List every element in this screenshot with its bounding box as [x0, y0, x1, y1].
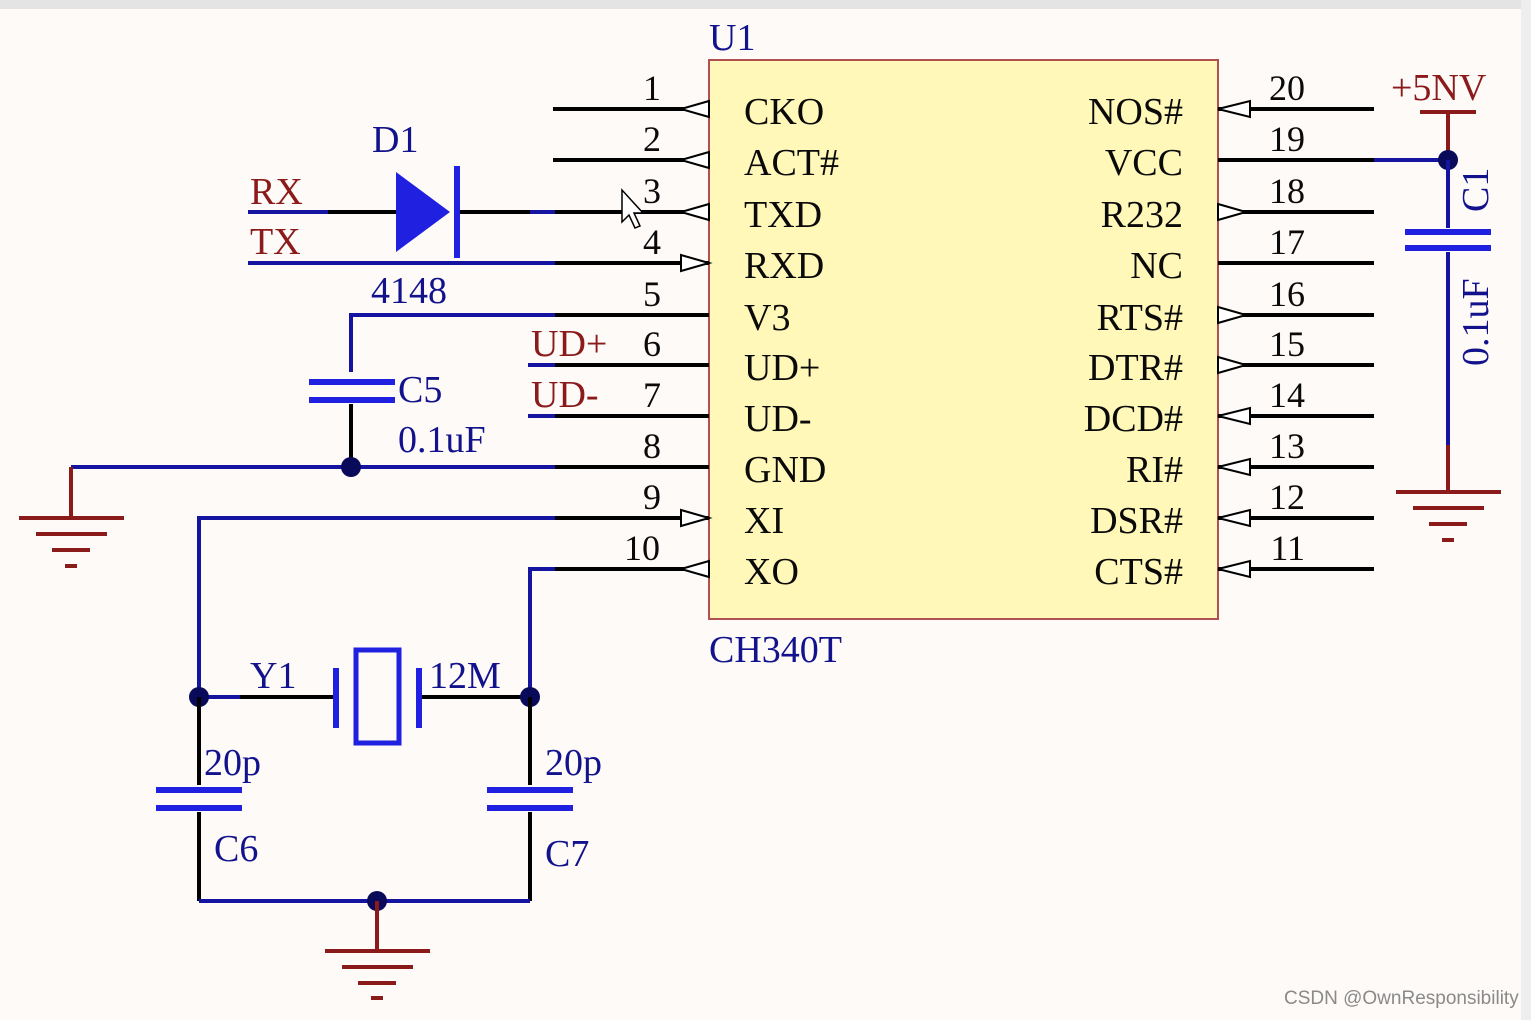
- pin-16-number: 16: [1269, 274, 1305, 314]
- pin-11-name: CTS#: [1094, 551, 1183, 593]
- net-label-rx: RX: [250, 171, 303, 213]
- c7-ref: C7: [545, 833, 589, 875]
- pin-4-name: RXD: [744, 245, 824, 287]
- pin-4-arrow: [680, 253, 713, 273]
- pin-7-number: 7: [643, 375, 661, 415]
- pin-11-arrow: [1217, 559, 1251, 579]
- pin-8-number: 8: [643, 426, 661, 466]
- pin-19-number: 19: [1269, 119, 1305, 159]
- c6-value: 20p: [204, 742, 261, 784]
- pin-9-arrow: [680, 508, 713, 528]
- c5-ref: C5: [398, 369, 442, 411]
- pin-12-number: 12: [1269, 477, 1305, 517]
- diode-d1-value: 4148: [371, 270, 447, 312]
- pin-13-number: 13: [1269, 426, 1305, 466]
- pin-1-arrow: [677, 99, 710, 119]
- c1-ref: C1: [1455, 168, 1497, 212]
- pin-6-name: UD+: [744, 347, 820, 389]
- net-label-tx: TX: [250, 221, 301, 263]
- pin-2-name: ACT#: [744, 142, 839, 184]
- pin-2-arrow: [677, 150, 710, 170]
- pin-8-name: GND: [744, 449, 826, 491]
- pin-10-arrow: [677, 559, 710, 579]
- watermark-text: CSDN @OwnResponsibility: [1284, 988, 1519, 1009]
- pin-1-name: CKO: [744, 91, 824, 133]
- crystal-y1-symbol: [333, 647, 422, 746]
- pin-15-arrow: [1217, 355, 1250, 375]
- chip-designator: U1: [709, 17, 755, 59]
- c7-value: 20p: [545, 742, 602, 784]
- c1-value: 0.1uF: [1455, 278, 1497, 366]
- pin-19-name: VCC: [1105, 142, 1183, 184]
- crystal-y1-ref: Y1: [250, 655, 296, 697]
- pin-12-name: DSR#: [1090, 500, 1183, 542]
- pin-1-number: 1: [643, 68, 661, 108]
- net-label-ud-plus: UD+: [531, 323, 607, 365]
- pin-6-number: 6: [643, 324, 661, 364]
- diode-d1-symbol: [396, 172, 450, 252]
- net-label-ud-minus: UD-: [531, 374, 599, 416]
- pin-15-number: 15: [1269, 324, 1305, 364]
- window-top-edge: [0, 0, 1531, 9]
- pin-13-arrow: [1217, 457, 1251, 477]
- pin-5-name: V3: [744, 297, 790, 339]
- pin-10-number: 10: [624, 528, 660, 568]
- pin-9-number: 9: [643, 477, 661, 517]
- ground-symbol-bottom: [325, 901, 430, 1000]
- ground-symbol-right: [1396, 490, 1501, 542]
- diode-d1-ref: D1: [372, 119, 418, 161]
- v3-net-wire: [349, 313, 555, 372]
- chip-part-number: CH340T: [709, 629, 842, 671]
- mouse-cursor-icon: [621, 188, 645, 229]
- pin-14-arrow: [1217, 406, 1251, 426]
- pin-18-arrow: [1217, 202, 1250, 222]
- pin-15-name: DTR#: [1088, 347, 1183, 389]
- pin-2-number: 2: [643, 119, 661, 159]
- pin-20-number: 20: [1269, 68, 1305, 108]
- pin-5-number: 5: [643, 274, 661, 314]
- pin-7-name: UD-: [744, 398, 812, 440]
- pin-10-name: XO: [744, 551, 799, 593]
- power-net-label: +5NV: [1391, 67, 1487, 109]
- pin-13-name: RI#: [1126, 449, 1183, 491]
- c5-value: 0.1uF: [398, 419, 486, 461]
- ground-symbol-left: [19, 467, 124, 568]
- c6-ref: C6: [214, 828, 258, 870]
- pin-3-name: TXD: [744, 194, 822, 236]
- gnd-junction: [341, 457, 361, 477]
- pin-12-arrow: [1217, 508, 1251, 528]
- pin-17-number: 17: [1269, 222, 1305, 262]
- pin-18-name: R232: [1101, 194, 1183, 236]
- pin-20-name: NOS#: [1088, 91, 1183, 133]
- crystal-y1-value: 12M: [429, 655, 501, 697]
- pin-16-name: RTS#: [1097, 297, 1183, 339]
- pin-3-arrow: [677, 202, 710, 222]
- pin-4-number: 4: [643, 222, 661, 262]
- xo-net-wire: [528, 567, 555, 697]
- pin-9-name: XI: [744, 500, 784, 542]
- pin-18-number: 18: [1269, 171, 1305, 211]
- pin-14-name: DCD#: [1084, 398, 1183, 440]
- window-right-edge: [1521, 0, 1531, 1020]
- pin-16-arrow: [1217, 305, 1250, 325]
- pin-11-number: 11: [1270, 528, 1305, 568]
- pin-14-number: 14: [1269, 375, 1305, 415]
- ch340t-chip-body: [708, 59, 1219, 620]
- pin-20-arrow: [1217, 99, 1251, 119]
- pin-17-name: NC: [1130, 245, 1183, 287]
- pin-3-number: 3: [643, 171, 661, 211]
- xi-net-wire: [197, 516, 555, 697]
